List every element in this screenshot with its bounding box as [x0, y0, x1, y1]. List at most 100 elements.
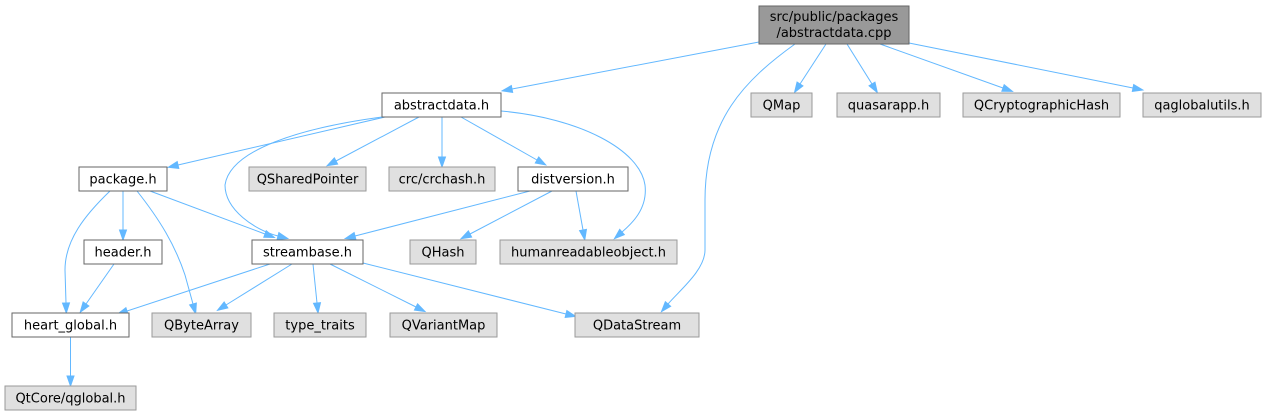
node-qtcore-qglobal-h[interactable]: QtCore/qglobal.h [4, 385, 137, 411]
edge-arrowhead [613, 228, 626, 240]
node-humanreadableobject-h-label: humanreadableobject.h [511, 246, 666, 261]
node-package-h-label: package.h [89, 173, 156, 188]
edge-line [224, 116, 383, 237]
edge-arrowhead [500, 84, 514, 94]
node-qcryptographichash[interactable]: QCryptographicHash [962, 92, 1121, 118]
edge-line [335, 116, 420, 162]
node-crc-crchash-h-label: crc/crchash.h [399, 173, 486, 188]
edge-arrowhead [793, 81, 804, 94]
node-qaglobalutils-h-label: qaglobalutils.h [1154, 99, 1250, 114]
edge-line [362, 262, 567, 315]
edge-distversion-to-qhash [459, 190, 553, 240]
node-humanreadableobject-h[interactable]: humanreadableobject.h [499, 239, 678, 265]
edge-arrowhead [325, 157, 339, 167]
node-header-h-label: header.h [95, 246, 152, 261]
edge-arrowhead [413, 303, 427, 313]
edge-line [799, 43, 827, 85]
edge-line [136, 190, 194, 305]
edge-line [511, 41, 760, 90]
edge-root-to-qmap [793, 43, 827, 94]
edge-line [846, 43, 873, 85]
edge-arrowhead [1131, 83, 1145, 93]
node-qbytearray[interactable]: QByteArray [151, 312, 252, 338]
edge-package-to-header [118, 191, 128, 242]
node-qdatastream[interactable]: QDataStream [574, 312, 700, 338]
edge-line [879, 43, 1004, 89]
edge-line [329, 263, 417, 308]
edge-arrowhead [564, 309, 578, 318]
edge-line [667, 43, 796, 305]
edge-arrowhead [660, 300, 672, 313]
edge-root-to-quasarapp [846, 43, 879, 94]
node-qcryptographichash-label: QCryptographicHash [974, 99, 1109, 114]
node-heart-global-h[interactable]: heart_global.h [11, 312, 130, 338]
edge-root-to-qdatastream [660, 43, 796, 313]
edge-arrowhead [216, 301, 229, 312]
node-distversion-h[interactable]: distversion.h [517, 166, 629, 192]
edge-arrowhead [437, 156, 447, 169]
node-root-file-label-line-2: /abstractdata.cpp [776, 26, 891, 41]
node-qhash-label: QHash [422, 246, 465, 261]
node-root-file[interactable]: src/public/packages /abstractdata.cpp [758, 5, 910, 45]
node-header-h[interactable]: header.h [83, 239, 163, 265]
node-qhash[interactable]: QHash [409, 239, 477, 265]
node-qtcore-qglobal-h-label: QtCore/qglobal.h [15, 392, 125, 407]
edge-line [149, 190, 266, 235]
edge-arrowhead [166, 160, 180, 169]
edge-arrowhead [276, 231, 290, 240]
node-qmap-label: QMap [763, 99, 801, 114]
edge-arrowhead [61, 302, 71, 315]
edge-arrowhead [188, 302, 197, 316]
edge-line [312, 263, 318, 304]
edge-arrowhead [312, 302, 322, 315]
edge-arrowhead [534, 156, 548, 166]
edge-abstractdata-to-crchash [437, 117, 447, 169]
node-abstractdata-h[interactable]: abstractdata.h [381, 92, 502, 118]
edge-line [177, 116, 386, 166]
node-qmap[interactable]: QMap [750, 92, 813, 118]
node-type-traits[interactable]: type_traits [273, 312, 367, 338]
edge-line [225, 263, 293, 306]
edge-arrowhead [263, 229, 276, 239]
node-root-file-label-line-1: src/public/packages [770, 10, 899, 25]
node-qsharedpointer[interactable]: QSharedPointer [248, 166, 367, 192]
edge-arrowhead [459, 230, 473, 240]
edge-arrowhead [343, 231, 357, 240]
node-qsharedpointer-label: QSharedPointer [257, 173, 359, 188]
edge-abstractdata-to-humanreadableobject [500, 110, 646, 240]
edge-line [460, 116, 538, 161]
edge-streambase-to-type_traits [312, 263, 322, 315]
edge-root-to-qaglobalutils [908, 42, 1145, 93]
edge-line [126, 263, 271, 312]
node-quasarapp-h[interactable]: quasarapp.h [836, 92, 941, 118]
node-qaglobalutils-h[interactable]: qaglobalutils.h [1142, 92, 1262, 118]
edge-line [500, 110, 646, 233]
edge-arrowhead [79, 301, 90, 314]
edge-arrowhead [1001, 83, 1014, 92]
node-package-h[interactable]: package.h [78, 166, 168, 192]
edges-layer [61, 41, 1145, 388]
edge-arrowhead [868, 81, 879, 94]
edge-line [469, 190, 553, 235]
edge-streambase-to-qvariantmap [329, 263, 427, 313]
edge-abstractdata-to-qsharedpointer [325, 116, 420, 167]
edge-abstractdata-to-streambase [224, 116, 383, 240]
edge-line [64, 190, 111, 304]
node-quasarapp-h-label: quasarapp.h [848, 99, 929, 114]
node-qvariantmap[interactable]: QVariantMap [389, 312, 498, 338]
node-distversion-h-label: distversion.h [531, 173, 615, 188]
node-qvariantmap-label: QVariantMap [402, 319, 486, 334]
edge-package-to-qbytearray [136, 190, 197, 316]
node-crc-crchash-h[interactable]: crc/crchash.h [388, 166, 496, 192]
node-type-traits-label: type_traits [285, 319, 355, 334]
edge-line [354, 190, 531, 237]
edge-streambase-to-qdatastream [362, 262, 578, 318]
edge-arrowhead [66, 375, 75, 388]
edge-root-to-qcryptographichash [879, 43, 1014, 92]
edge-streambase-to-qbytearray [216, 263, 293, 312]
edge-heart_global-to-qglobal [66, 337, 75, 388]
node-streambase-h[interactable]: streambase.h [251, 239, 364, 265]
edge-package-to-heart_global [61, 190, 111, 315]
edge-arrowhead [578, 228, 588, 242]
